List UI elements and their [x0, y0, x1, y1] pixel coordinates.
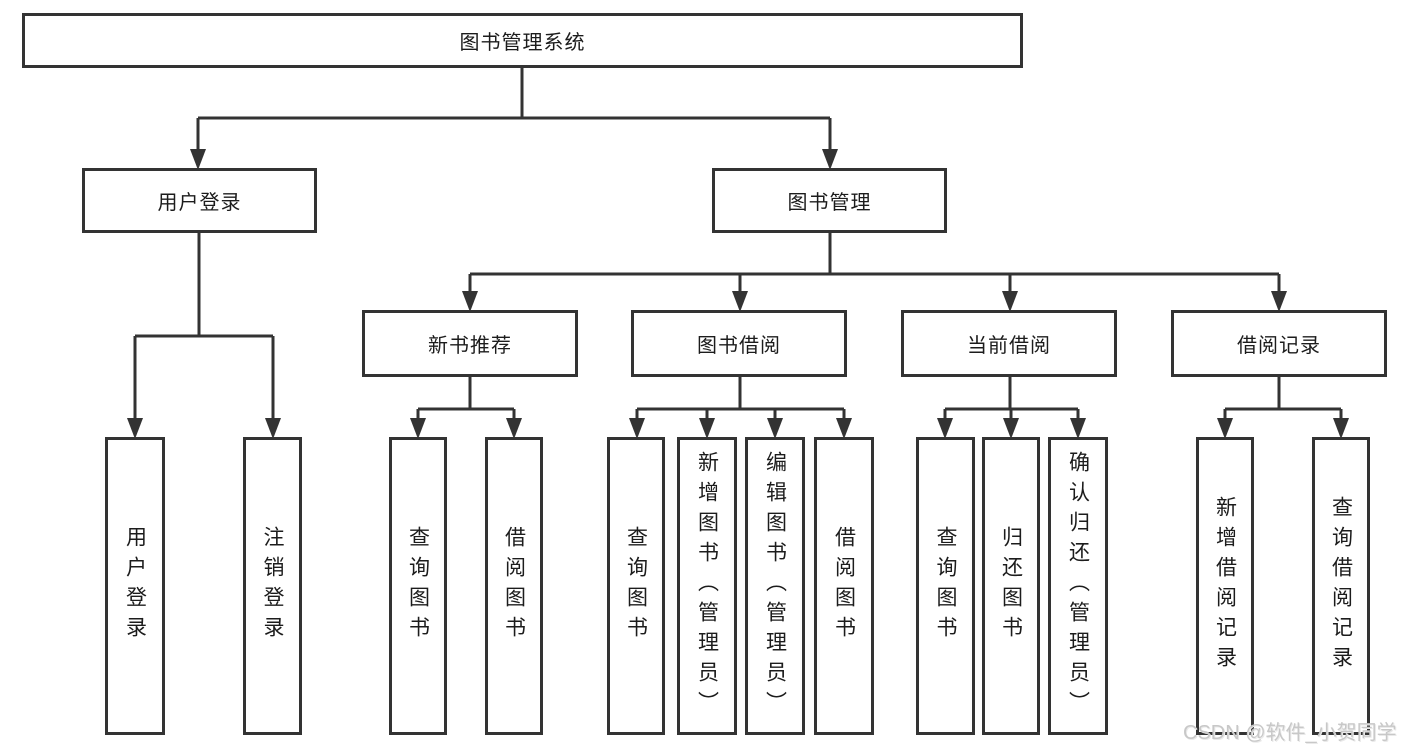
leaf-borrow-books-newbooks: 借阅图书: [485, 437, 543, 735]
leaf-return-books: 归还图书: [982, 437, 1040, 735]
borrow-record-node: 借阅记录: [1171, 310, 1387, 377]
leaf-add-borrow-record: 新增借阅记录: [1196, 437, 1254, 735]
leaf-query-books-borrow: 查询图书: [607, 437, 665, 735]
leaf-query-books-newbooks: 查询图书: [389, 437, 447, 735]
book-borrow-node: 图书借阅: [631, 310, 847, 377]
leaf-user-login: 用户登录: [105, 437, 165, 735]
book-management-node: 图书管理: [712, 168, 947, 233]
leaf-borrow-books: 借阅图书: [814, 437, 874, 735]
leaf-logout: 注销登录: [243, 437, 302, 735]
root-node-system: 图书管理系统: [22, 13, 1023, 68]
leaf-add-books-admin: 新增图书（管理员）: [677, 437, 737, 735]
leaf-edit-books-admin: 编辑图书（管理员）: [745, 437, 805, 735]
user-login-node: 用户登录: [82, 168, 317, 233]
csdn-watermark: CSDN @软件_小贺同学: [1183, 722, 1397, 744]
new-book-recommend-node: 新书推荐: [362, 310, 578, 377]
arrowhead-icons: [127, 149, 1349, 439]
current-borrow-node: 当前借阅: [901, 310, 1117, 377]
leaf-confirm-return-admin: 确认归还（管理员）: [1048, 437, 1108, 735]
tree-edges: [133, 68, 1343, 425]
leaf-query-books-current: 查询图书: [916, 437, 975, 735]
leaf-query-borrow-record: 查询借阅记录: [1312, 437, 1370, 735]
